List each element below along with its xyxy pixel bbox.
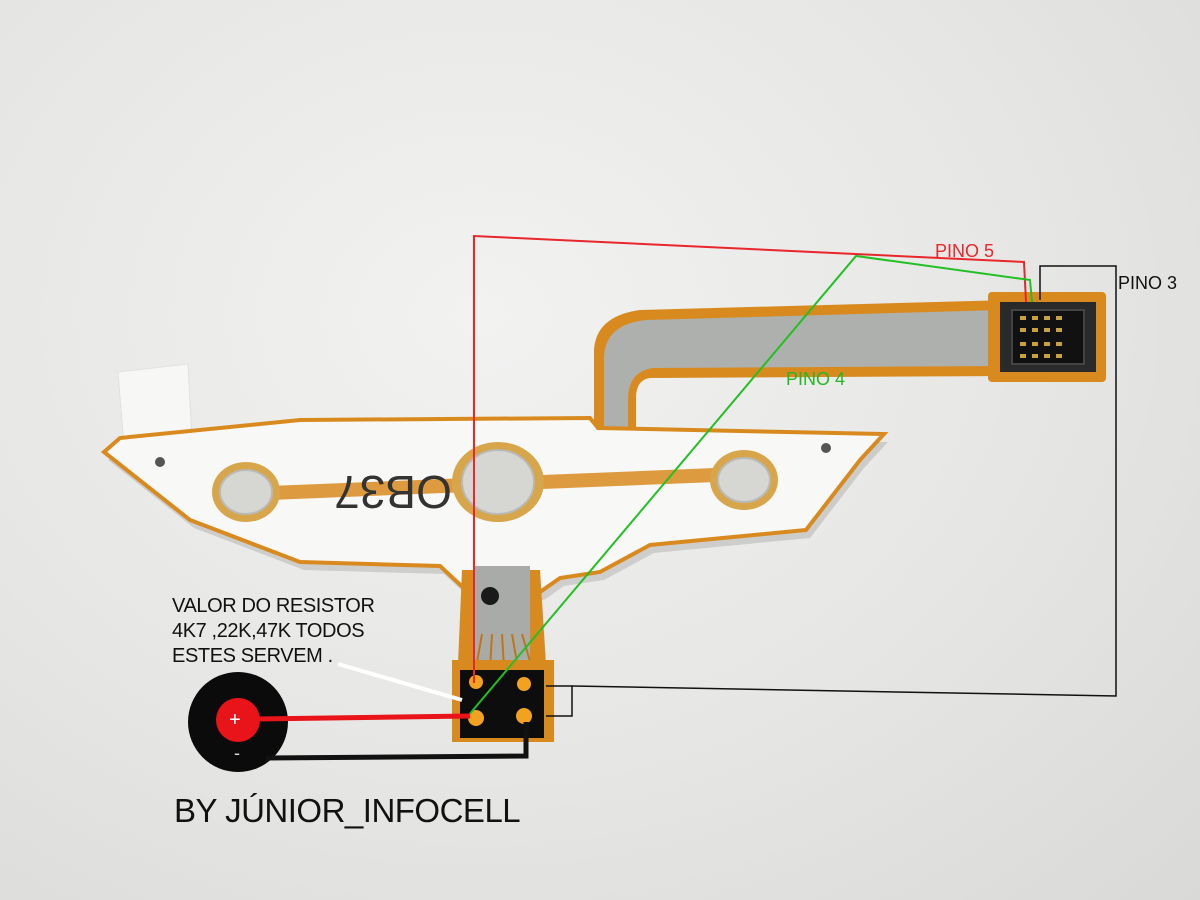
- button-dome-left: [219, 469, 273, 515]
- resistor-note-line-3: ESTES SERVEM .: [172, 645, 333, 667]
- author-credit: BY JÚNIOR_INFOCELL: [174, 792, 521, 829]
- connector-pad-bottom-left: [468, 710, 484, 726]
- wire-pin4: [467, 254, 1033, 717]
- connector-pad-top-left: [469, 675, 483, 689]
- battery-positive-terminal: [216, 698, 260, 742]
- wire-negative: [265, 722, 529, 761]
- pin3-label: PINO 3: [1118, 273, 1178, 293]
- connector-pad-top-right: [517, 677, 531, 691]
- wire-positive: [255, 713, 471, 722]
- battery-minus-sign: -: [234, 743, 240, 763]
- resistor-pointer: [337, 662, 463, 702]
- button-dome-right: [717, 457, 771, 503]
- resistor-note: VALOR DO RESISTOR 4K7 ,22K,47K TODOS EST…: [172, 594, 375, 669]
- mounting-hole-right: [821, 443, 831, 453]
- resistor-note-line-1: VALOR DO RESISTOR: [172, 595, 375, 617]
- mounting-hole-left: [155, 457, 165, 467]
- ribbon-arm-stiffener: [604, 310, 1002, 428]
- connector-pad-bottom-right: [516, 708, 532, 724]
- pin4-label: PINO 4: [786, 369, 846, 389]
- pin5-label: PINO 5: [935, 241, 995, 261]
- battery-plus-sign: +: [229, 709, 241, 731]
- wire-pin5: [473, 234, 1027, 683]
- top-connector-pins: [1020, 316, 1062, 358]
- ribbon-stem-hole: [481, 587, 499, 605]
- resistor-note-line-2: 4K7 ,22K,47K TODOS: [172, 620, 365, 642]
- button-dome-center: [461, 449, 535, 515]
- wire-pin3-route: [571, 265, 1117, 697]
- part-code-marking: OB37: [334, 466, 452, 518]
- wire-pin3: [546, 685, 573, 717]
